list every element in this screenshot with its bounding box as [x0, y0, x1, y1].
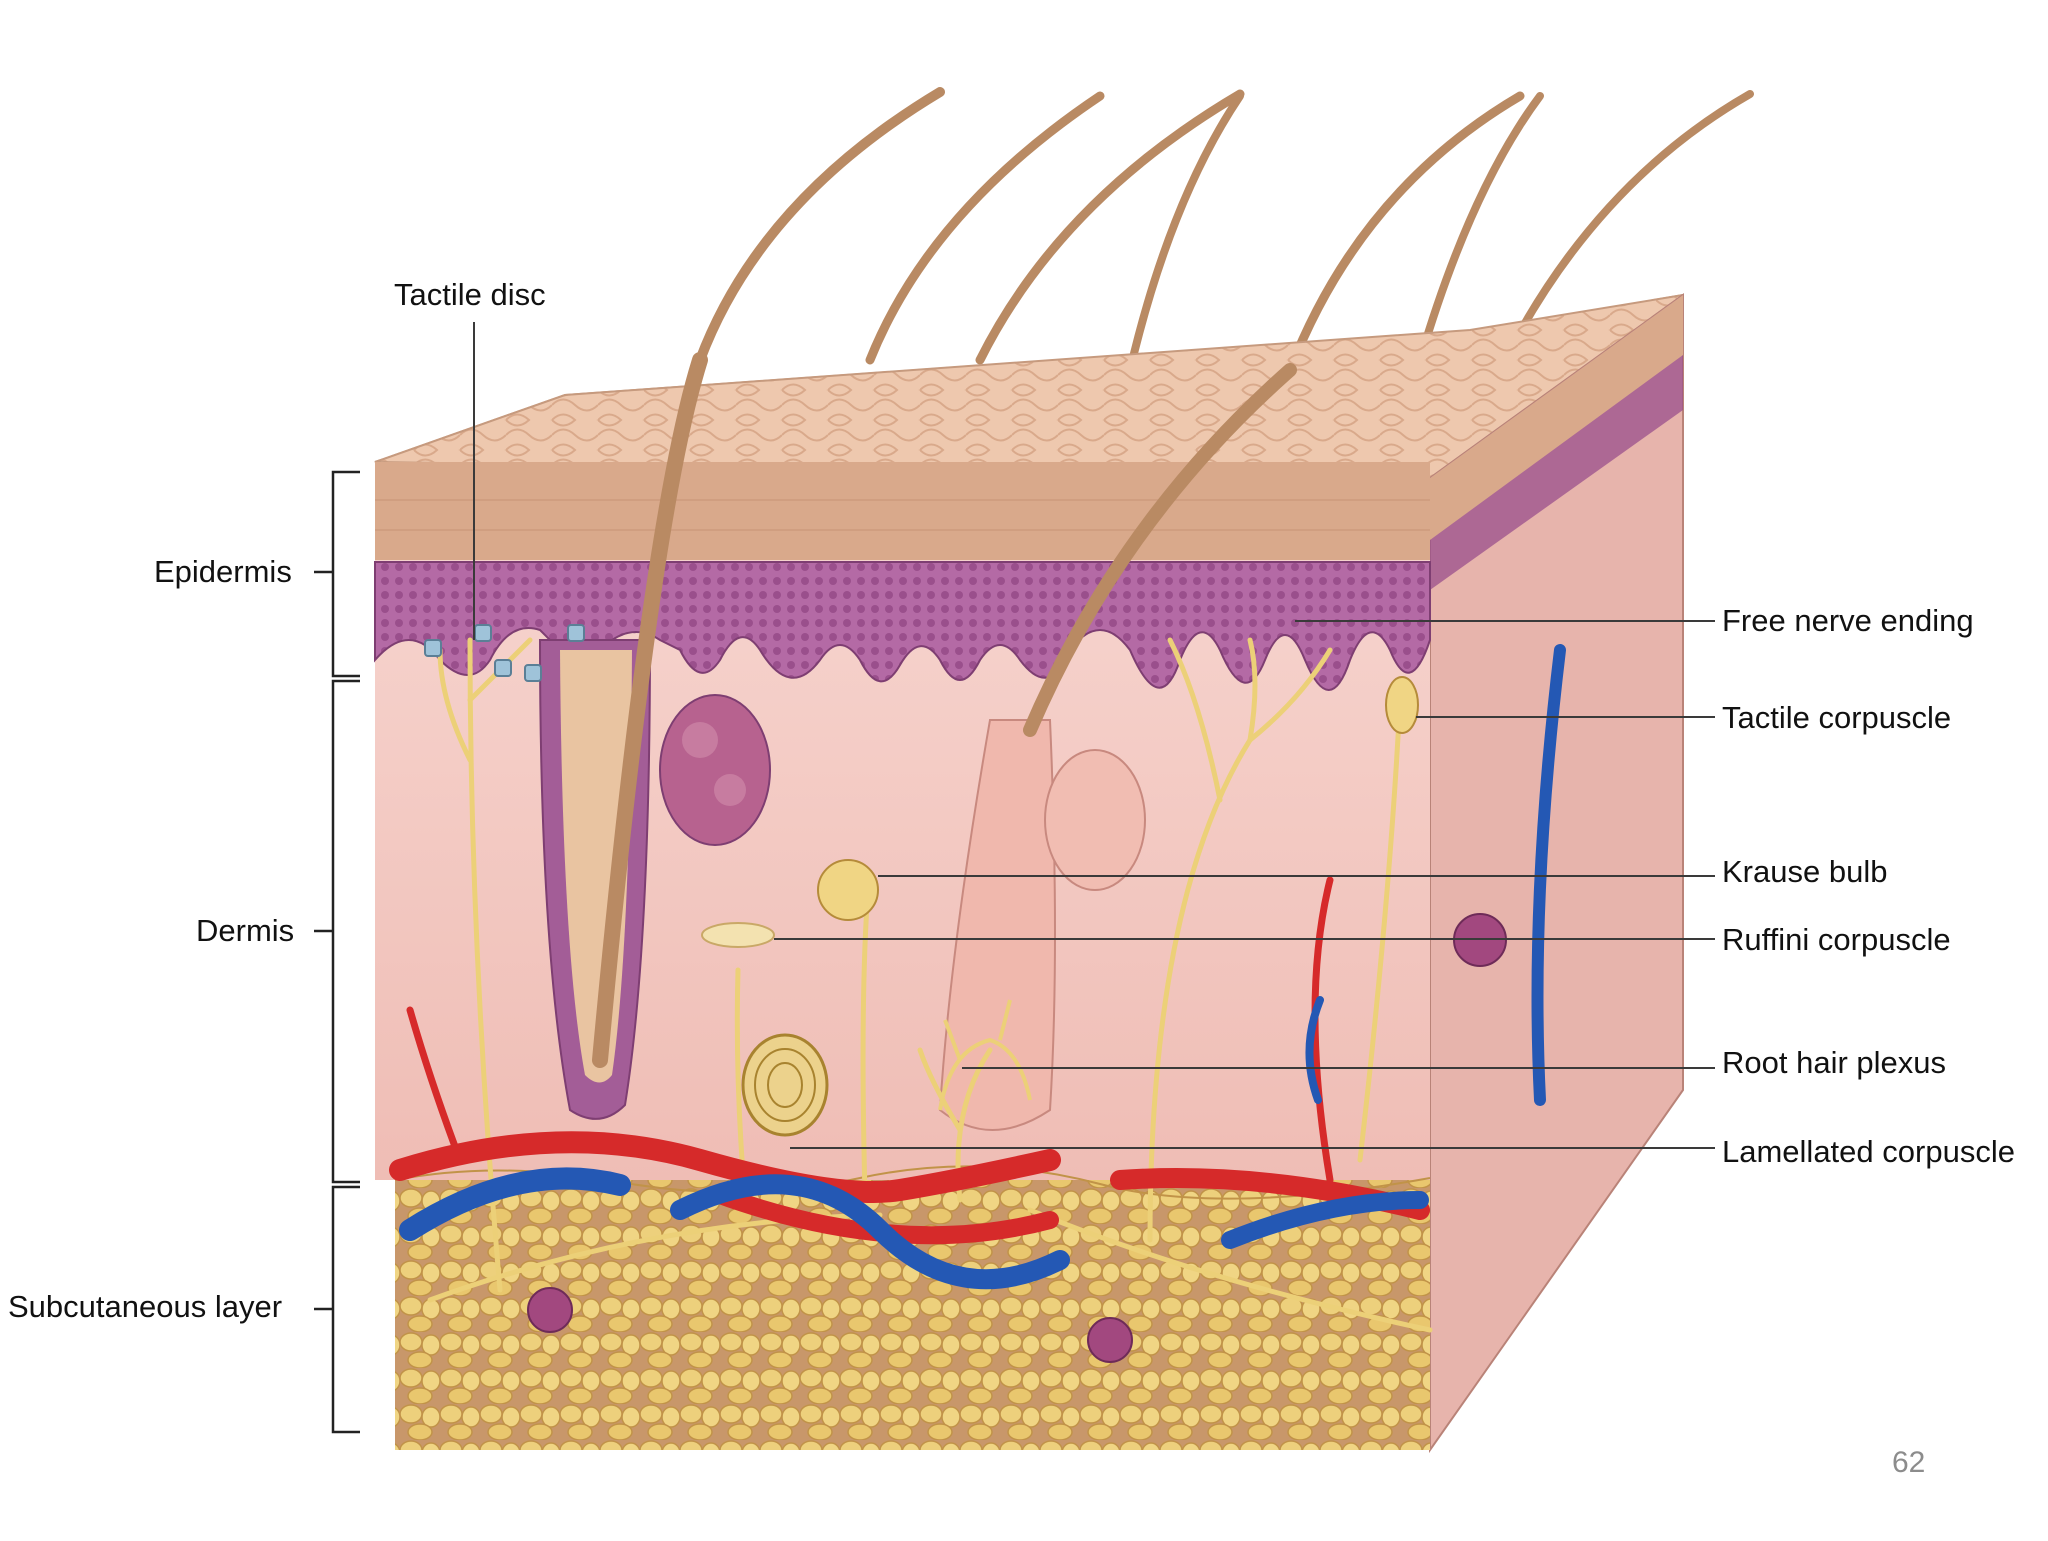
hair-shaft	[695, 87, 945, 365]
slide-number: 62	[1892, 1446, 1926, 1479]
vein	[1221, 1191, 1429, 1249]
hair-shaft	[865, 91, 1105, 365]
artery	[406, 1006, 464, 1164]
hair-shaft	[1506, 90, 1754, 354]
root-hair-plexus-label: Root hair plexus	[1722, 1045, 1947, 1080]
ruffini-corpuscle-shape	[701, 922, 775, 948]
subcutaneous-bracket	[331, 1185, 360, 1434]
epidermis-label: Epidermis	[154, 554, 292, 589]
free-nerve-ending-label: Free nerve ending	[1722, 603, 1974, 638]
hair-follicle-center	[938, 363, 1297, 1131]
lamellated-corpuscle-shape	[741, 1033, 829, 1137]
tactile-disc-cells	[424, 624, 585, 682]
hair-follicle-left	[538, 352, 708, 1120]
epidermis-stratum	[375, 462, 1430, 562]
ruffini-corpuscle-label: Ruffini corpuscle	[1722, 922, 1951, 957]
hair-shaft	[1285, 91, 1525, 375]
root-hair-plexus-shape	[938, 999, 1032, 1111]
vein	[670, 1174, 1070, 1290]
tactile-corpuscle-shape	[1385, 676, 1419, 734]
lamellated-corpuscle-label: Lamellated corpuscle	[1722, 1134, 2015, 1169]
layer-brackets	[314, 470, 360, 1434]
sebaceous-gland	[659, 694, 771, 846]
dermis-label: Dermis	[196, 913, 295, 948]
vein	[399, 1167, 631, 1241]
krause-bulb-label: Krause bulb	[1722, 854, 1888, 889]
subcutaneous-layer-label: Subcutaneous layer	[8, 1289, 283, 1324]
leader-lines	[473, 322, 1715, 1149]
tactile-corpuscle-label: Tactile corpuscle	[1722, 700, 1952, 735]
krause-bulb-shape	[817, 859, 879, 921]
tactile-disc-label: Tactile disc	[394, 277, 546, 312]
hair-shaft	[1416, 92, 1544, 364]
hair-shaft	[1126, 92, 1244, 374]
epidermis-bracket	[331, 470, 360, 678]
dermis-bracket	[331, 679, 360, 1184]
hair-shaft	[975, 89, 1245, 365]
hair-shafts	[695, 87, 1754, 375]
vein	[1305, 996, 1324, 1104]
